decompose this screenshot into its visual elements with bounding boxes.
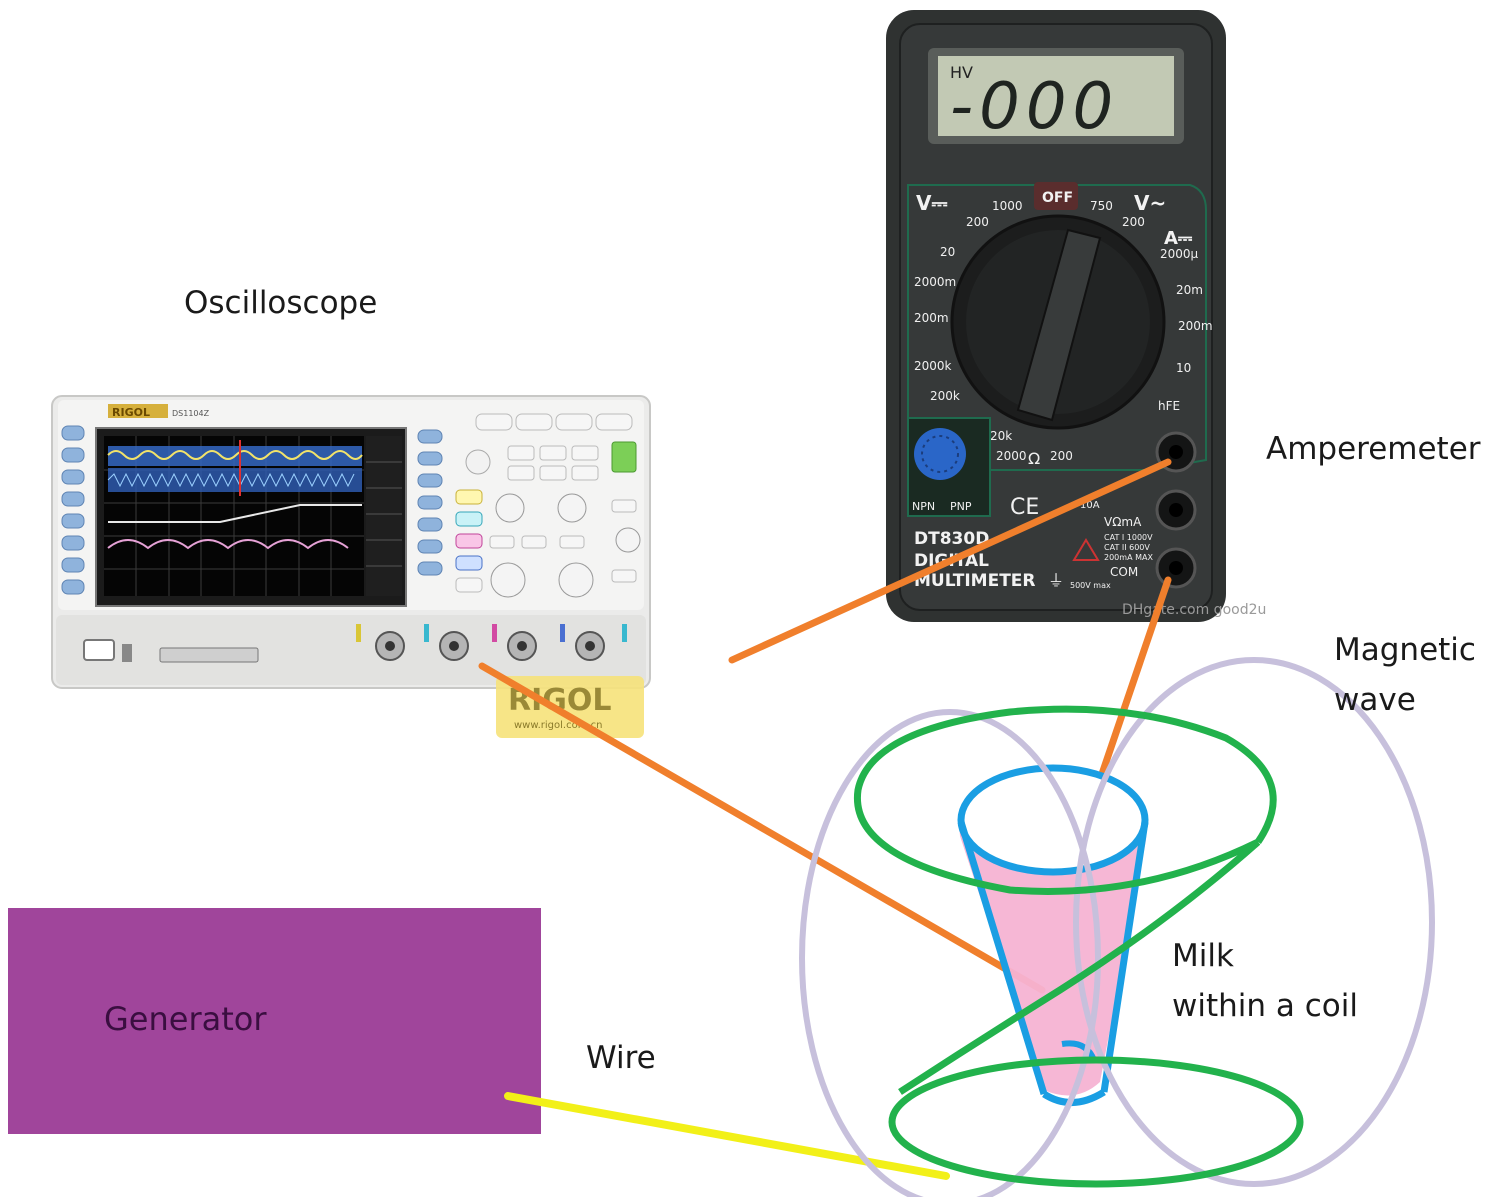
range-label: 1000 <box>992 199 1023 213</box>
oscilloscope-model: DS1104Z <box>172 409 210 418</box>
label-magnetic-wave-line-1: Magnetic <box>1334 632 1476 668</box>
name-line-2: MULTIMETER <box>914 571 1036 591</box>
range-label: 2000k <box>914 359 952 373</box>
socket-note: CAT II 600V <box>1104 543 1150 552</box>
oscilloscope-device: RIGOL DS1104Z <box>51 395 651 738</box>
oscilloscope-brand: RIGOL <box>112 406 150 419</box>
multimeter-device: HV -000 V⎓ V~ A⎓ OFF 1000 200 20 2000m 2… <box>886 10 1266 622</box>
supply-wire <box>504 1092 950 1180</box>
label-wire: Wire <box>586 1040 656 1076</box>
socket-label-vomega-ma: VΩmA <box>1104 515 1142 529</box>
ground-icon: ⏚ <box>1048 571 1064 590</box>
right-softkeys <box>417 429 443 576</box>
lcd-indicator: HV <box>950 63 973 82</box>
label-magnetic-wave-line-2: wave <box>1334 682 1416 718</box>
hfe-socket: NPN PNP <box>907 417 991 517</box>
mode-vac: V~ <box>1134 191 1166 215</box>
label-amperemeter: Amperemeter <box>1266 431 1481 467</box>
label-milk-line-2: within a coil <box>1172 988 1358 1024</box>
range-label: 10 <box>1176 361 1191 375</box>
generator-box <box>8 908 541 1134</box>
socket-label-10a: 10A <box>1080 500 1100 511</box>
label-generator: Generator <box>104 1000 267 1038</box>
watermark: DHgate.com good2u <box>1122 602 1266 618</box>
socket-note: 500V max <box>1070 581 1111 590</box>
input-jacks <box>1155 431 1197 589</box>
range-label: 200k <box>930 389 960 403</box>
socket-label-com: COM <box>1110 565 1138 579</box>
coil-windings <box>853 705 1304 1188</box>
label-oscilloscope: Oscilloscope <box>184 285 377 321</box>
milk-cup <box>957 764 1149 1106</box>
range-label: 750 <box>1090 199 1113 213</box>
bnc-inputs <box>356 624 627 661</box>
ce-mark: CE <box>1010 495 1039 520</box>
range-label: hFE <box>1158 399 1180 413</box>
range-label: 2000m <box>914 275 956 289</box>
range-label: 200m <box>1178 319 1213 333</box>
range-label: 200 <box>966 215 989 229</box>
range-label: 20 <box>940 245 955 259</box>
sticker-url: www.rigol.com.cn <box>514 720 602 731</box>
npn-label: NPN <box>912 500 935 513</box>
socket-note: CAT I 1000V <box>1104 533 1153 542</box>
lcd-reading: -000 <box>950 70 1119 144</box>
probe-wire-oscilloscope-to-milk <box>478 662 1046 994</box>
range-label: 200 <box>1050 449 1073 463</box>
left-softkeys <box>61 425 85 595</box>
label-milk-line-1: Milk <box>1172 938 1234 974</box>
mode-adc: A⎓ <box>1164 228 1193 249</box>
model-label: DT830D <box>914 529 989 549</box>
control-panel <box>455 413 641 598</box>
range-label: 2000 <box>996 449 1027 463</box>
magnetic-field-loops <box>799 657 1435 1197</box>
range-label: 200 <box>1122 215 1145 229</box>
rotary-dial <box>950 214 1166 430</box>
socket-note: 200mA MAX <box>1104 553 1153 562</box>
range-label: 20m <box>1176 283 1203 297</box>
warning-icon <box>1072 538 1100 561</box>
range-label: Ω <box>1028 449 1040 468</box>
range-label: 200m <box>914 311 949 325</box>
pnp-label: PNP <box>950 500 972 513</box>
range-label: 2000μ <box>1160 247 1199 261</box>
off-label: OFF <box>1042 190 1073 206</box>
mode-vdc: V⎓ <box>916 191 947 215</box>
probe-wire-oscilloscope-to-meter <box>728 458 1172 664</box>
range-label: 20k <box>990 429 1012 443</box>
